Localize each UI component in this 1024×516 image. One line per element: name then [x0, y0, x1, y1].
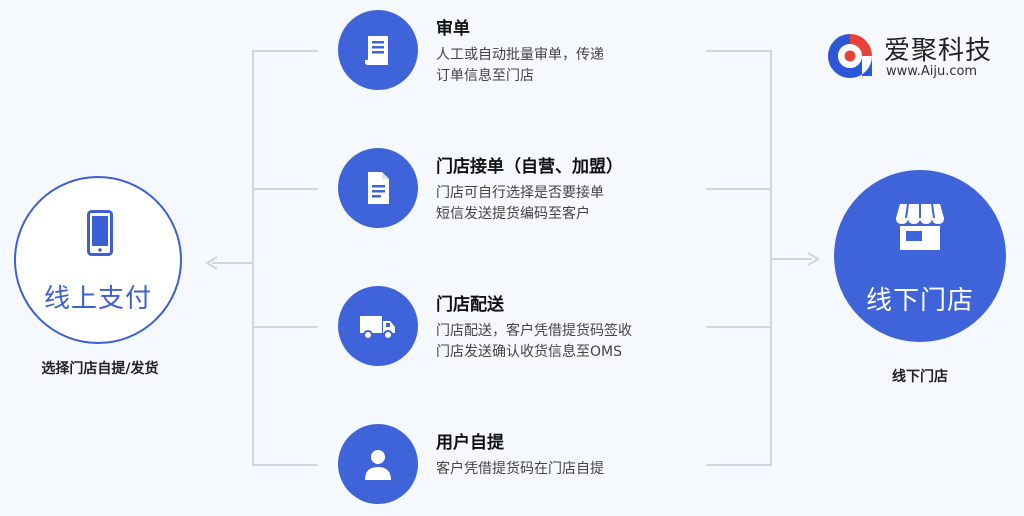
right-connector-1	[706, 50, 772, 52]
left-connector-2	[252, 188, 318, 190]
step-review-desc-line-2: 订单信息至门店	[436, 68, 534, 84]
right-connector-2	[706, 188, 772, 190]
left-arrow-head-icon	[205, 256, 218, 270]
step-accept-desc-line-1: 门店可自行选择是否要接单	[436, 185, 604, 201]
mobile-phone-icon	[87, 210, 113, 256]
step-accept-desc-line-2: 短信发送提货编码至客户	[436, 206, 590, 222]
left-connector-1	[252, 50, 318, 52]
step-pickup-title: 用户自提	[436, 433, 504, 453]
right-connector-4	[706, 464, 772, 466]
right-arrow-shaft	[772, 258, 812, 260]
online-payment-node: 线上支付	[14, 176, 182, 344]
step-review-title: 审单	[436, 19, 470, 39]
left-connector-3	[252, 326, 318, 328]
step-accept-title: 门店接单（自营、加盟）	[436, 157, 623, 177]
delivery-truck-icon	[360, 316, 395, 340]
brand-name: 爱聚科技	[884, 36, 993, 66]
step-delivery-title: 门店配送	[436, 295, 504, 315]
step-accept-icon-circle	[338, 148, 418, 228]
offline-store-label: 线下门店	[865, 286, 974, 316]
step-pickup-icon-circle	[338, 424, 418, 504]
step-delivery-desc-line-2: 门店发送确认收货信息至OMS	[436, 344, 622, 360]
right-connector-3	[706, 326, 772, 328]
step-delivery-icon-circle	[338, 286, 418, 366]
offline-store-node: 线下门店	[834, 170, 1006, 342]
left-bracket-vertical	[252, 50, 254, 466]
right-arrow-head-icon	[807, 252, 820, 266]
step-review-desc-line-1: 人工或自动批量审单，传递	[436, 47, 604, 63]
step-pickup-desc-line-1: 客户凭借提货码在门店自提	[436, 461, 604, 477]
document-icon	[368, 172, 389, 204]
right-bracket-vertical	[770, 50, 772, 466]
document-list-icon	[365, 36, 388, 65]
step-review-icon-circle	[338, 10, 418, 90]
user-icon	[365, 450, 391, 480]
online-payment-caption: 选择门店自提/发货	[41, 361, 159, 377]
left-connector-4	[252, 464, 318, 466]
storefront-icon	[896, 203, 944, 250]
offline-store-caption: 线下门店	[892, 369, 948, 385]
brand-url: www.Aiju.com	[886, 64, 978, 79]
online-payment-label: 线上支付	[43, 284, 152, 314]
left-arrow-shaft	[212, 262, 252, 264]
step-delivery-desc-line-1: 门店配送，客户凭借提货码签收	[436, 323, 632, 339]
aiju-logo-icon	[828, 34, 872, 78]
